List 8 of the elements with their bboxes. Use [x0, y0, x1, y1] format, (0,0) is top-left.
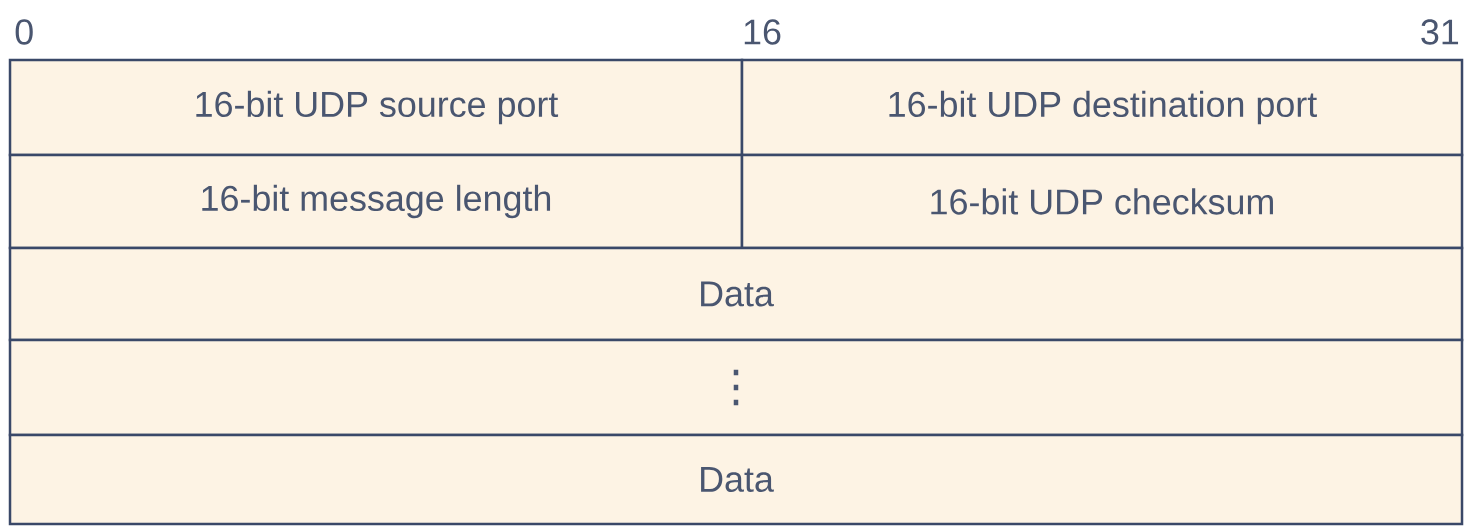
bit-position-label: 16	[744, 19, 781, 45]
field-cell: 16-bit message length	[8, 153, 744, 250]
field-cell: ⋮	[8, 338, 1464, 437]
field-cell: 16-bit UDP source port	[8, 58, 744, 157]
field-cell: Data	[8, 433, 1464, 526]
field-cell: 16-bit UDP destination port	[740, 58, 1464, 157]
field-cell: Data	[8, 246, 1464, 342]
field-cell: 16-bit UDP checksum	[740, 153, 1464, 250]
